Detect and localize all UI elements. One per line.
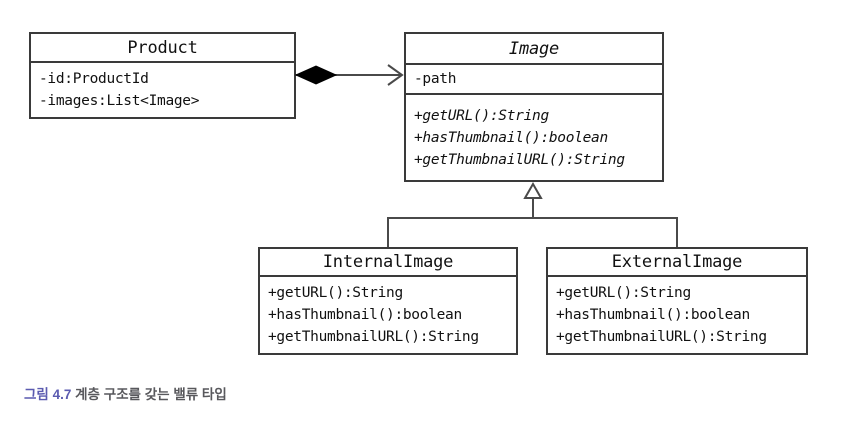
- figure-caption: 그림 4.7 계층 구조를 갖는 밸류 타입: [24, 383, 227, 403]
- operation-geturl: +getURL():String: [556, 285, 691, 301]
- class-operations-internal-image: +getURL():String +hasThumbnail():boolean…: [260, 277, 516, 353]
- attribute-path: -path: [414, 71, 457, 87]
- attribute-images: -images:List<Image>: [39, 93, 200, 109]
- operation-getthumbnailurl: +getThumbnailURL():String: [268, 329, 479, 345]
- figure-number: 그림 4.7: [24, 387, 72, 402]
- class-operations-external-image: +getURL():String +hasThumbnail():boolean…: [548, 277, 806, 353]
- class-attributes-image: -path: [406, 65, 662, 93]
- hollow-triangle-icon: [523, 181, 543, 199]
- operation-getthumbnailurl: +getThumbnailURL():String: [556, 329, 767, 345]
- class-title-internal-image: InternalImage: [260, 249, 516, 277]
- class-box-external-image[interactable]: ExternalImage +getURL():String +hasThumb…: [546, 247, 808, 355]
- operation-hasthumbnail: +hasThumbnail():boolean: [414, 129, 608, 146]
- operation-hasthumbnail: +hasThumbnail():boolean: [556, 307, 750, 323]
- operation-getthumbnailurl: +getThumbnailURL():String: [414, 151, 625, 168]
- relationship-composition-product-image: [294, 64, 404, 86]
- class-operations-image: +getURL():String +hasThumbnail():boolean…: [406, 93, 662, 180]
- figure-caption-body: 계층 구조를 갖는 밸류 타입: [75, 387, 227, 402]
- operation-geturl: +getURL():String: [414, 107, 549, 124]
- open-arrow-icon: [387, 64, 404, 86]
- attribute-id: -id:ProductId: [39, 71, 149, 87]
- class-title-product: Product: [31, 34, 294, 63]
- class-attributes-product: -id:ProductId -images:List<Image>: [31, 63, 294, 117]
- filled-diamond-icon: [294, 65, 338, 85]
- class-title-image: Image: [406, 34, 662, 65]
- class-box-image[interactable]: Image -path +getURL():String +hasThumbna…: [404, 32, 664, 182]
- operation-hasthumbnail: +hasThumbnail():boolean: [268, 307, 462, 323]
- class-box-product[interactable]: Product -id:ProductId -images:List<Image…: [29, 32, 296, 119]
- operation-geturl: +getURL():String: [268, 285, 403, 301]
- relationship-generalization-tree: [387, 181, 678, 247]
- class-box-internal-image[interactable]: InternalImage +getURL():String +hasThumb…: [258, 247, 518, 355]
- class-title-external-image: ExternalImage: [548, 249, 806, 277]
